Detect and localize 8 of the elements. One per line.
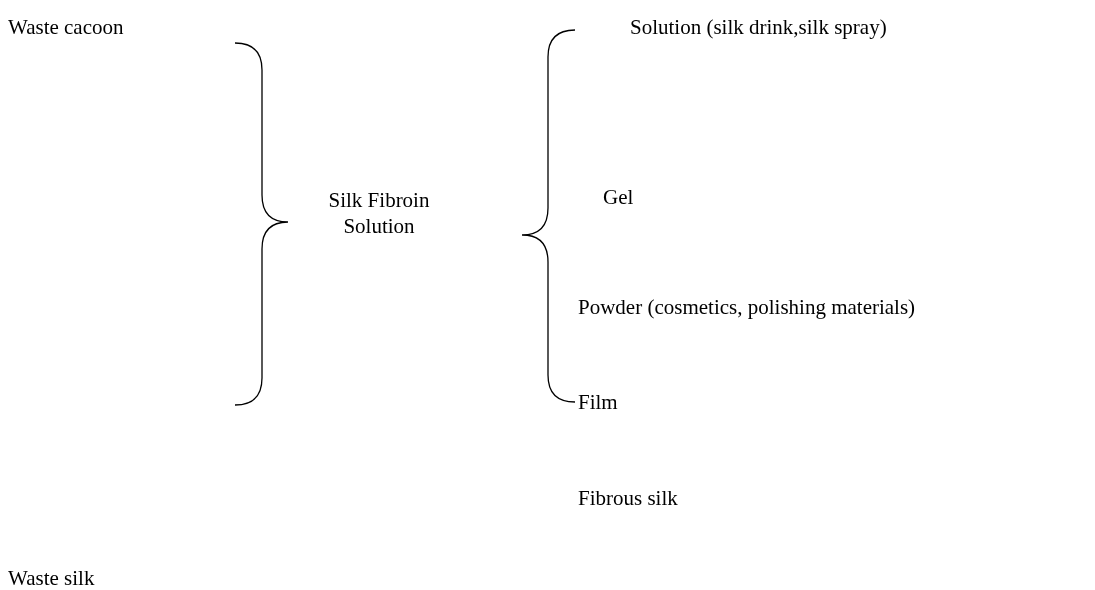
text-label: Waste cacoon xyxy=(8,14,124,40)
text-label: Powder (cosmetics, polishing materials) xyxy=(578,294,916,320)
text-label: Waste silk xyxy=(8,565,95,590)
text-label: Gel xyxy=(603,184,634,210)
text-label: Silk Fibroin Solution xyxy=(327,187,431,239)
text-label: Film xyxy=(578,389,618,415)
text-label: Fibrous silk xyxy=(578,485,678,511)
text-label: Solution (silk drink,silk spray) xyxy=(630,14,887,40)
